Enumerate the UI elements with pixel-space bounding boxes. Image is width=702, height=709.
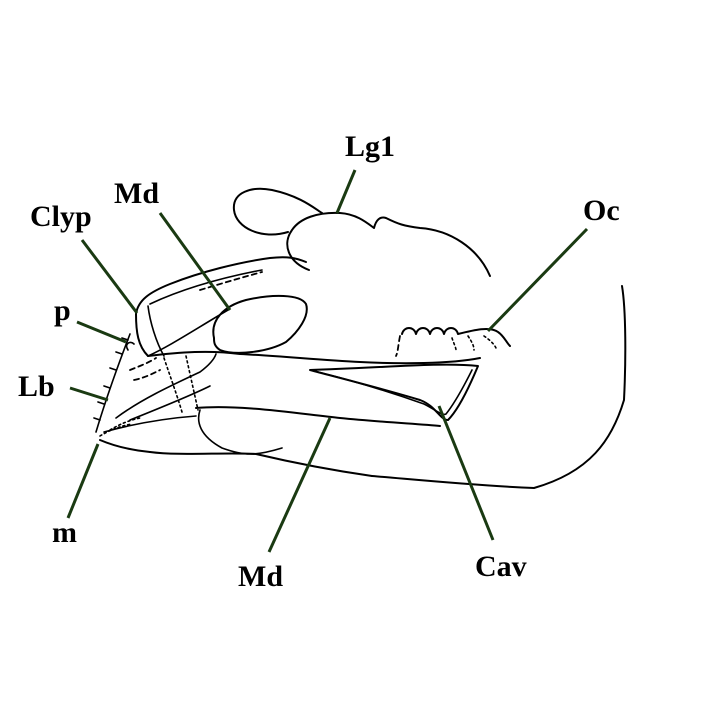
leader-lines — [66, 169, 589, 553]
labels: Lg1 Oc Md Clyp p Lb m Md Cav — [18, 130, 620, 593]
leader-clyp — [80, 239, 139, 314]
label-cav: Cav — [475, 550, 527, 583]
label-md-lower: Md — [238, 560, 283, 593]
label-oc: Oc — [583, 194, 620, 227]
leader-cav — [437, 405, 495, 541]
label-m: m — [52, 516, 77, 549]
label-lg1: Lg1 — [345, 130, 395, 163]
label-clyp: Clyp — [30, 200, 92, 233]
leader-lb — [69, 386, 109, 402]
leader-lg1 — [335, 169, 357, 214]
leader-md-upper — [158, 212, 232, 311]
leader-m — [66, 443, 100, 519]
leader-p — [76, 320, 127, 344]
label-p: p — [54, 294, 71, 327]
specimen-outline — [93, 187, 627, 489]
leader-md-lower — [267, 417, 332, 553]
label-md-upper: Md — [114, 177, 159, 210]
label-lb: Lb — [18, 370, 55, 403]
leader-oc — [486, 227, 589, 333]
